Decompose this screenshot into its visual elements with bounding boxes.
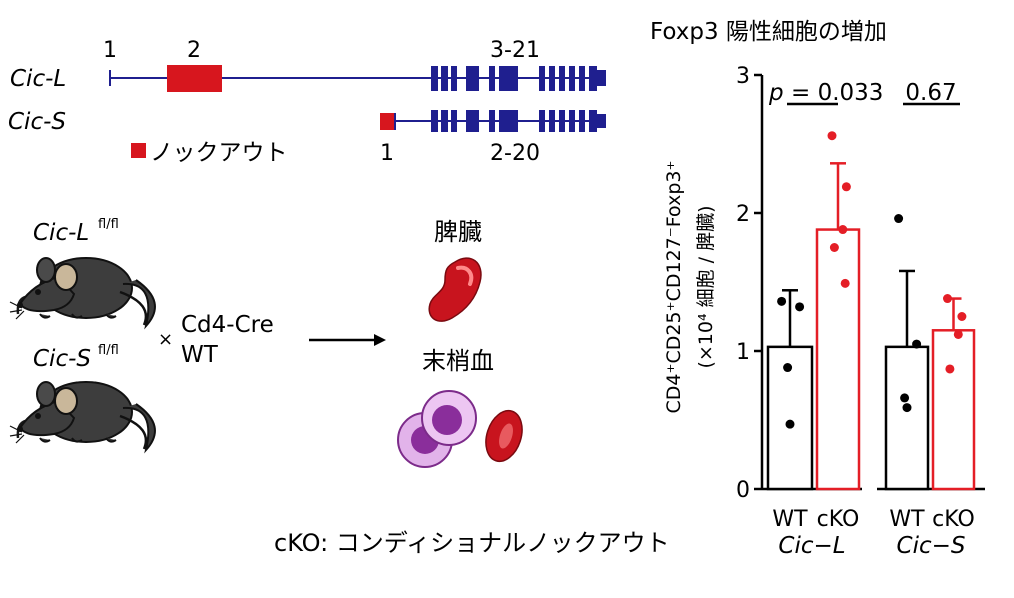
knockout-legend-label: ノックアウト xyxy=(150,140,288,166)
y-axis-label-line2: (×10⁴ 細胞 / 脾臓) xyxy=(695,205,717,368)
gene-structure: 1 2 3-21 Cic-L Cic-S xyxy=(8,38,606,166)
y-tick-label-2: 2 xyxy=(736,202,750,227)
p-value-cic-s: 0.67 xyxy=(905,80,956,106)
exon-label-cic-s-1: 1 xyxy=(380,141,394,166)
p-value-cic-l: = 0.033 xyxy=(791,80,883,106)
data-point xyxy=(827,131,837,141)
mouse-cic-l: Cic-L fl/fl xyxy=(8,217,157,328)
cre-line-label: Cd4-Cre xyxy=(181,312,274,338)
exon-label-cic-l-1: 1 xyxy=(103,38,117,63)
bar-cics-wt xyxy=(884,345,930,491)
knockout-legend-swatch xyxy=(131,143,146,158)
knockout-exon-2 xyxy=(167,65,222,92)
group-label-cicl: Cic−L xyxy=(778,533,845,559)
mouse-cic-l-name: Cic-L xyxy=(33,220,89,246)
p-value-symbol: p xyxy=(768,80,784,106)
mouse-icon xyxy=(8,256,157,328)
data-point xyxy=(783,363,793,373)
isoform-label-cic-l: Cic-L xyxy=(10,66,66,92)
mouse-cic-s: Cic-S fl/fl xyxy=(8,343,157,452)
arrow-icon xyxy=(309,334,386,346)
data-point xyxy=(840,278,850,288)
data-point xyxy=(829,243,839,252)
data-point xyxy=(894,214,904,224)
bar-cics-cko xyxy=(931,329,976,491)
data-point xyxy=(777,296,787,306)
blood-cells-icon xyxy=(397,390,523,468)
x-tick-label-wt: WT xyxy=(889,507,925,532)
spleen-icon xyxy=(428,257,482,322)
mouse-icon xyxy=(8,380,157,452)
data-point xyxy=(838,225,848,235)
cic-l-exons-3-21 xyxy=(431,66,606,91)
y-tick-label-1: 1 xyxy=(736,340,750,365)
tissue-label-spleen: 脾臓 xyxy=(434,218,482,246)
x-tick-label-wt: WT xyxy=(772,507,808,532)
wt-line-label: WT xyxy=(181,342,219,368)
data-point xyxy=(945,364,955,374)
mouse-cic-s-name: Cic-S xyxy=(33,346,91,372)
data-point xyxy=(902,403,912,413)
cic-s-exons-2-20 xyxy=(431,110,606,132)
cic-l-track xyxy=(109,65,606,92)
data-point xyxy=(953,329,963,339)
data-point xyxy=(795,302,805,312)
exon-label-cic-l-2: 2 xyxy=(187,38,201,63)
chart-title: Foxp3 陽性細胞の増加 xyxy=(650,19,887,45)
footnote-cko: cKO: コンディショナルノックアウト xyxy=(274,529,670,557)
exon-label-cic-s-2-20: 2-20 xyxy=(490,141,540,166)
data-point xyxy=(785,419,795,429)
y-tick-label-0: 0 xyxy=(736,478,750,503)
mouse-cic-s-genotype: fl/fl xyxy=(98,343,119,358)
bar-cicl-cko xyxy=(815,228,861,491)
cic-s-track xyxy=(380,110,606,132)
data-point xyxy=(912,339,922,349)
knockout-exon-1 xyxy=(380,113,395,130)
cross-symbol: × xyxy=(158,329,173,350)
exon-label-cic-l-3-21: 3-21 xyxy=(490,38,540,63)
x-tick-label-cko: cKO xyxy=(932,507,975,532)
group-label-cics: Cic−S xyxy=(897,533,966,559)
bar-chart: Foxp3 陽性細胞の増加 CD4⁺CD25⁺CD127⁻Foxp3⁺ (×10… xyxy=(650,19,985,559)
data-point xyxy=(900,393,910,403)
mouse-cic-l-genotype: fl/fl xyxy=(98,217,119,232)
isoform-label-cic-s: Cic-S xyxy=(8,109,66,135)
data-point xyxy=(957,312,967,321)
y-tick-label-3: 3 xyxy=(736,64,750,89)
x-tick-label-cko: cKO xyxy=(817,507,860,532)
y-axis-label-line1: CD4⁺CD25⁺CD127⁻Foxp3⁺ xyxy=(663,160,685,413)
data-point xyxy=(943,294,952,304)
tissue-label-blood: 末梢血 xyxy=(422,347,494,375)
data-point xyxy=(841,182,851,192)
